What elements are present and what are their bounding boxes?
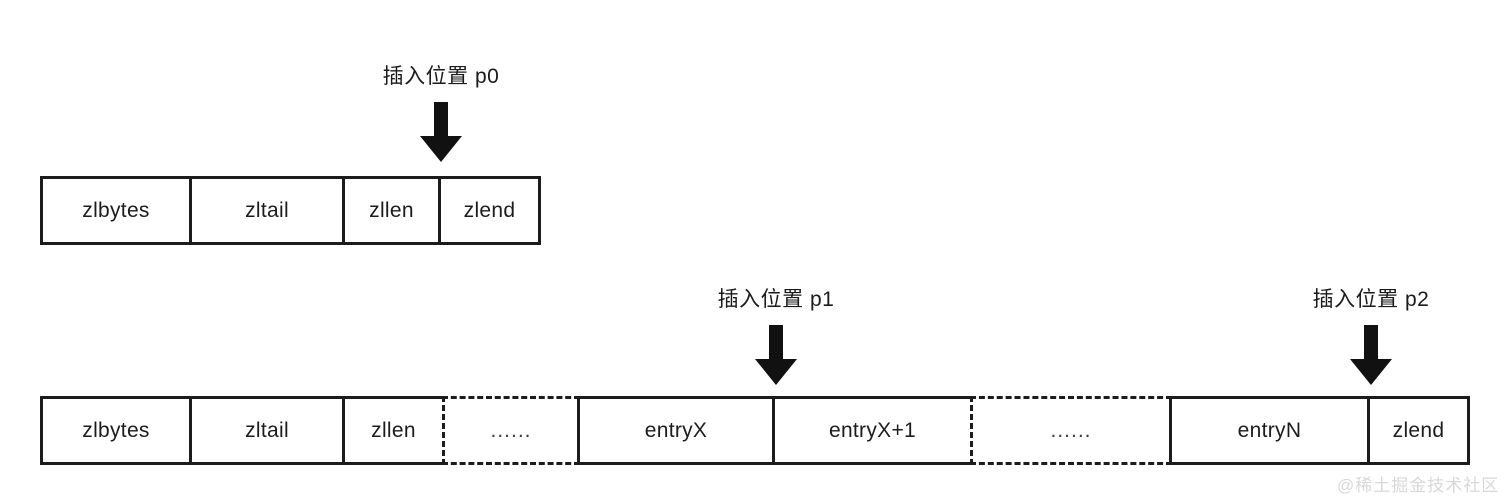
cell-ellipsis-left: ...... (442, 396, 580, 465)
cell-label: ...... (1050, 418, 1092, 442)
arrow-down-icon-p0 (418, 102, 464, 169)
cell-label: zlend (1392, 418, 1445, 442)
annotation-p1-label: 插入位置 p1 (717, 288, 835, 311)
cell-zlbytes: zlbytes (40, 396, 192, 465)
cell-entryx: entryX (577, 396, 775, 465)
cell-label: entryX+1 (828, 418, 917, 442)
arrow-down-icon-p1 (753, 325, 799, 392)
cell-label: entryX (644, 418, 708, 442)
cell-label: zllen (371, 418, 416, 442)
cell-label: zllen (369, 198, 414, 222)
cell-zllen: zllen (342, 396, 445, 465)
annotation-p2-label: 插入位置 p2 (1312, 288, 1430, 311)
watermark: @稀土掘金技术社区 (1337, 476, 1500, 495)
cell-label: zltail (245, 418, 289, 442)
cell-zltail: zltail (189, 396, 345, 465)
cell-zlend: zlend (438, 176, 541, 245)
annotation-p0-label: 插入位置 p0 (382, 65, 500, 88)
cell-zllen: zllen (342, 176, 441, 245)
cell-label: ...... (490, 418, 532, 442)
cell-zlend: zlend (1367, 396, 1470, 465)
cell-label: zlbytes (82, 418, 150, 442)
arrow-down-icon-p2 (1348, 325, 1394, 392)
cell-entryx-plus-1: entryX+1 (772, 396, 973, 465)
cell-ellipsis-right: ...... (970, 396, 1172, 465)
cell-zlbytes: zlbytes (40, 176, 192, 245)
cell-label: zltail (245, 198, 289, 222)
ziplist-row-populated: zlbytes zltail zllen ...... entryX entry… (40, 396, 1470, 465)
cell-zltail: zltail (189, 176, 345, 245)
cell-label: zlbytes (82, 198, 150, 222)
cell-label: zlend (463, 198, 516, 222)
ziplist-row-empty: zlbytes zltail zllen zlend (40, 176, 541, 245)
cell-label: entryN (1237, 418, 1302, 442)
cell-entryn: entryN (1169, 396, 1370, 465)
